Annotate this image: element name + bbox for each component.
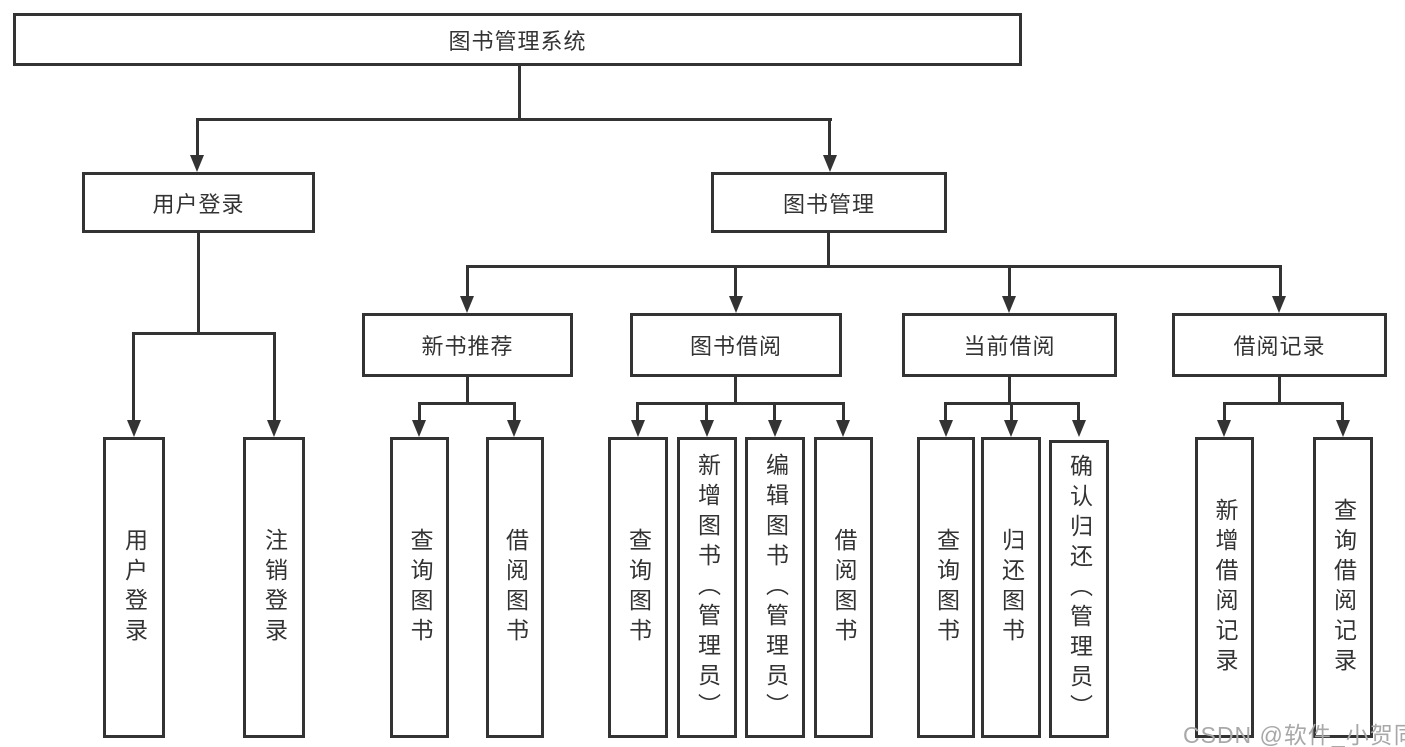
leaf-br-query-record: 查询借阅记录 <box>1313 437 1373 738</box>
node-borrow-record: 借阅记录 <box>1172 313 1387 377</box>
node-new-book: 新书推荐 <box>362 313 573 377</box>
connector-ul-hbar <box>132 332 276 335</box>
arrowhead-cb-leaf3 <box>1072 420 1086 437</box>
connector-br-hbar <box>1223 402 1344 405</box>
node-current-borrow: 当前借阅 <box>902 313 1117 377</box>
arrowhead-current-borrow <box>1002 296 1016 313</box>
connector-bb-hbar <box>636 402 845 405</box>
leaf-logout: 注销登录 <box>243 437 305 738</box>
leaf-cb-confirm-return-admin: 确认归还（管理员） <box>1049 440 1109 738</box>
node-book-mgmt: 图书管理 <box>711 172 947 233</box>
connector-bb-leaf2-stem <box>705 404 708 424</box>
leaf-bb-query-books: 查询图书 <box>608 437 668 738</box>
node-user-login: 用户登录 <box>82 172 315 233</box>
leaf-bb-add-books-admin-label: 新增图书（管理员） <box>694 452 721 723</box>
leaf-nb-borrow-books: 借阅图书 <box>486 437 544 738</box>
node-user-login-label: 用户登录 <box>152 191 245 217</box>
leaf-nb-borrow-books-label: 借阅图书 <box>502 527 529 648</box>
connector-br-leaf2-stem <box>1341 404 1344 424</box>
connector-bm-hbar <box>466 265 1282 268</box>
node-root-label: 图书管理系统 <box>448 28 587 54</box>
arrowhead-bb-leaf4 <box>836 420 850 437</box>
arrowhead-ul-leaf2 <box>267 420 281 437</box>
csdn-watermark: CSDN @软件_小贺同学 <box>1183 722 1405 747</box>
connector-l3-stem-3 <box>1008 267 1011 302</box>
node-current-borrow-label: 当前借阅 <box>963 334 1056 359</box>
arrowhead-bb-leaf3 <box>768 420 782 437</box>
node-book-borrow-label: 图书借阅 <box>689 334 782 359</box>
leaf-br-add-record-label: 新增借阅记录 <box>1212 497 1238 678</box>
leaf-cb-query-books: 查询图书 <box>917 437 975 738</box>
leaf-user-login-label: 用户登录 <box>121 527 148 648</box>
connector-bb-leaf3-stem <box>773 404 776 424</box>
connector-cb-leaf3-stem <box>1077 404 1080 424</box>
connector-br-leaf1-stem <box>1223 404 1226 424</box>
connector-book-mgmt-stem <box>828 120 831 160</box>
leaf-bb-borrow-books: 借阅图书 <box>814 437 873 738</box>
connector-bb-leaf4-stem <box>842 404 845 424</box>
node-root: 图书管理系统 <box>13 13 1022 66</box>
arrowhead-br-leaf2 <box>1336 420 1350 437</box>
leaf-logout-label: 注销登录 <box>261 527 288 648</box>
connector-cb-leaf1-stem <box>944 404 947 424</box>
leaf-bb-query-books-label: 查询图书 <box>625 527 652 648</box>
leaf-nb-query-books-label: 查询图书 <box>407 527 433 648</box>
leaf-cb-confirm-return-admin-label: 确认归还（管理员） <box>1066 454 1093 724</box>
arrowhead-book-mgmt <box>823 155 837 172</box>
node-book-mgmt-label: 图书管理 <box>782 191 875 217</box>
arrowhead-nb-leaf1 <box>412 420 426 437</box>
node-borrow-record-label: 借阅记录 <box>1233 334 1326 359</box>
arrowhead-new-book <box>460 296 474 313</box>
connector-cb-stem <box>1008 377 1011 405</box>
connector-ul-leaf1-stem <box>132 334 135 424</box>
arrowhead-book-borrow <box>729 296 743 313</box>
leaf-cb-query-books-label: 查询图书 <box>933 527 960 648</box>
leaf-nb-query-books: 查询图书 <box>390 437 449 738</box>
connector-bb-leaf1-stem <box>636 404 639 424</box>
connector-ul-stem <box>197 233 200 334</box>
arrowhead-user-login <box>190 155 204 172</box>
connector-root-stem <box>518 66 521 121</box>
arrowhead-cb-leaf1 <box>939 420 953 437</box>
arrowhead-cb-leaf2 <box>1004 420 1018 437</box>
leaf-bb-edit-books-admin: 编辑图书（管理员） <box>745 437 805 738</box>
leaf-user-login: 用户登录 <box>103 437 165 738</box>
node-book-borrow: 图书借阅 <box>630 313 842 377</box>
connector-cb-hbar <box>944 402 1080 405</box>
connector-nb-hbar <box>418 402 516 405</box>
connector-bb-stem <box>734 377 737 405</box>
arrowhead-bb-leaf1 <box>631 420 645 437</box>
connector-ul-leaf2-stem <box>273 334 276 424</box>
arrowhead-ul-leaf1 <box>127 420 141 437</box>
arrowhead-nb-leaf2 <box>507 420 521 437</box>
arrowhead-borrow-record <box>1272 296 1286 313</box>
connector-cb-leaf2-stem <box>1010 404 1013 424</box>
connector-nb-stem <box>466 377 469 405</box>
connector-l3-stem-4 <box>1279 267 1282 302</box>
connector-root-hbar <box>196 118 832 121</box>
connector-nb-leaf2-stem <box>513 404 516 424</box>
arrowhead-bb-leaf2 <box>700 420 714 437</box>
leaf-bb-edit-books-admin-label: 编辑图书（管理员） <box>762 452 789 723</box>
connector-l3-stem-1 <box>466 267 469 302</box>
leaf-cb-return-books: 归还图书 <box>981 437 1041 738</box>
node-new-book-label: 新书推荐 <box>421 334 514 359</box>
connector-nb-leaf1-stem <box>418 404 421 424</box>
connector-user-login-stem <box>196 120 199 160</box>
leaf-cb-return-books-label: 归还图书 <box>998 527 1025 648</box>
leaf-bb-borrow-books-label: 借阅图书 <box>831 527 857 648</box>
leaf-bb-add-books-admin: 新增图书（管理员） <box>677 437 737 738</box>
leaf-br-add-record: 新增借阅记录 <box>1195 437 1254 738</box>
leaf-br-query-record-label: 查询借阅记录 <box>1330 497 1357 678</box>
arrowhead-br-leaf1 <box>1217 420 1231 437</box>
connector-bm-stem <box>827 233 830 268</box>
connector-l3-stem-2 <box>734 267 737 302</box>
connector-br-stem <box>1278 377 1281 405</box>
